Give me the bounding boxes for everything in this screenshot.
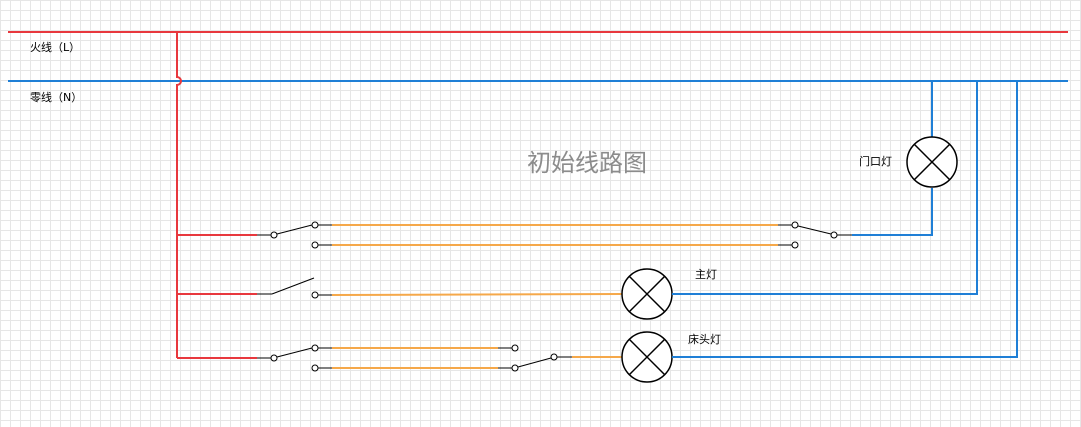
- neutral-line-label: 零线（N）: [30, 90, 82, 104]
- switch-blade: [276, 224, 313, 235]
- switch-terminal: [791, 221, 799, 229]
- main-lamp-label: 主灯: [695, 268, 717, 281]
- live-line-label: 火线（L）: [30, 40, 80, 54]
- switch-blade: [276, 347, 313, 358]
- switch-terminal: [270, 354, 278, 362]
- main-lamp-neutral-wire: [672, 81, 978, 295]
- bed-lamp-label: 床头灯: [688, 332, 721, 346]
- switch-terminal: [311, 241, 319, 249]
- switch-terminal: [511, 344, 519, 352]
- live-drop-line: [176, 32, 182, 358]
- switch-terminal: [311, 221, 319, 229]
- switch-terminal: [311, 364, 319, 372]
- diagram-title: 初始线路图: [527, 149, 647, 177]
- door-lamp-label: 门口灯: [859, 154, 892, 168]
- door-switch-left: [257, 221, 332, 249]
- switch-terminal: [270, 231, 278, 239]
- switch-terminal: [311, 344, 319, 352]
- door-switch-right: [778, 221, 852, 249]
- bed-switch-right: [498, 344, 572, 372]
- switch-blade: [271, 277, 315, 295]
- switch-terminal: [511, 364, 519, 372]
- bed-lamp-neutral-wire: [672, 81, 1018, 358]
- switch-terminal: [550, 353, 558, 361]
- switch-terminal: [830, 231, 838, 239]
- door-lamp-return-wire: [852, 188, 933, 236]
- bed-switch-left: [257, 344, 332, 372]
- main-switch: [257, 277, 332, 299]
- door-lamp-icon: [906, 136, 958, 188]
- switch-blade: [797, 225, 832, 235]
- switch-terminal: [791, 241, 799, 249]
- switch-terminal: [311, 291, 319, 299]
- main-switched-wire: [331, 293, 623, 296]
- switch-blade: [517, 357, 552, 368]
- bed-lamp-icon: [621, 331, 673, 383]
- main-lamp-icon: [621, 268, 673, 320]
